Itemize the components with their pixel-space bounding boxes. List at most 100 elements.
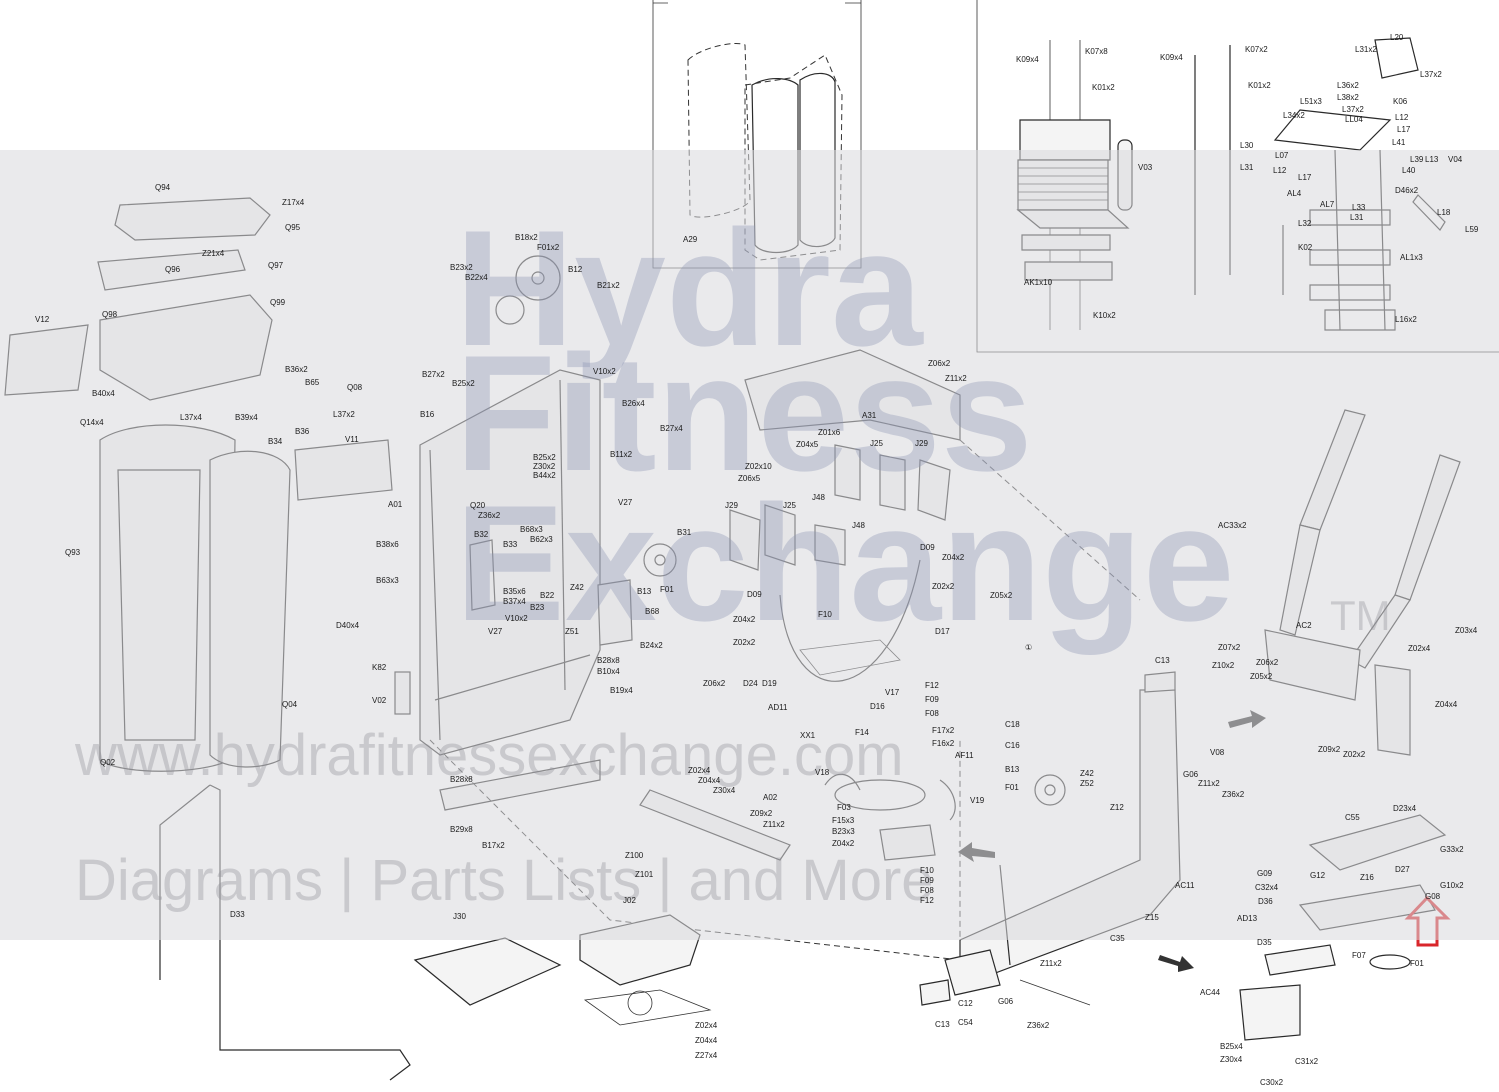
label-z03x4: Z03x4 (1455, 626, 1478, 635)
label-v10x2: V10x2 (593, 367, 616, 376)
label-k07x2: K07x2 (1245, 45, 1268, 54)
label-z30x4-b: Z30x4 (1220, 1055, 1243, 1064)
label-al1x3: AL1x3 (1400, 253, 1423, 262)
label-d46x2: D46x2 (1395, 186, 1419, 195)
label-d27: D27 (1395, 865, 1410, 874)
label-v19: V19 (970, 796, 985, 805)
label-b17x2: B17x2 (482, 841, 505, 850)
label-z12: Z12 (1110, 803, 1124, 812)
label-c35: C35 (1110, 934, 1125, 943)
label-circle1: ① (1025, 643, 1032, 652)
label-d24: D24 (743, 679, 758, 688)
label-b44x2: B44x2 (533, 471, 556, 480)
label-b32: B32 (474, 530, 489, 539)
label-z04x2: Z04x2 (942, 553, 965, 562)
label-l30: L30 (1240, 141, 1254, 150)
label-k01x2-b: K01x2 (1248, 81, 1271, 90)
label-f17x2: F17x2 (932, 726, 955, 735)
label-b21x2: B21x2 (597, 281, 620, 290)
label-z30x2: Z30x2 (533, 462, 556, 471)
label-z42: Z42 (570, 583, 584, 592)
label-j25: J25 (870, 439, 883, 448)
label-v08: V08 (1210, 748, 1225, 757)
label-d23x4: D23x4 (1393, 804, 1417, 813)
label-f07: F07 (1352, 951, 1366, 960)
label-z04x2-b: Z04x2 (733, 615, 756, 624)
label-f08: F08 (925, 709, 939, 718)
label-k06: K06 (1393, 97, 1408, 106)
label-l20: L20 (1390, 33, 1404, 42)
label-l51x3: L51x3 (1300, 97, 1322, 106)
label-f14: F14 (855, 728, 869, 737)
label-b25x2: B25x2 (452, 379, 475, 388)
label-b27x4: B27x4 (660, 424, 683, 433)
label-al4: AL4 (1287, 189, 1302, 198)
label-k10x2: K10x2 (1093, 311, 1116, 320)
label-v18: V18 (815, 768, 830, 777)
label-v17: V17 (885, 688, 900, 697)
label-f10-b: F10 (920, 866, 934, 875)
label-f01x2: F01x2 (537, 243, 560, 252)
label-b22x4: B22x4 (465, 273, 488, 282)
watermark-url: www.hydrafitnessexchange.com (74, 723, 904, 788)
label-a02: A02 (763, 793, 778, 802)
label-c32x4: C32x4 (1255, 883, 1279, 892)
label-b36: B36 (295, 427, 310, 436)
label-xx1: XX1 (800, 731, 816, 740)
label-l39: L39 (1410, 155, 1424, 164)
label-z11x2: Z11x2 (763, 820, 785, 829)
label-z30x4: Z30x4 (713, 786, 736, 795)
label-z09x2-b: Z09x2 (1318, 745, 1341, 754)
label-k07x8: K07x8 (1085, 47, 1108, 56)
label-l37x2: L37x2 (333, 410, 355, 419)
label-c16: C16 (1005, 741, 1020, 750)
label-g10x2: G10x2 (1440, 881, 1464, 890)
label-b65: B65 (305, 378, 320, 387)
label-b22: B22 (540, 591, 555, 600)
label-b25x4: B25x4 (1220, 1042, 1243, 1051)
part-labels: Q94 Z17x4 Q95 Z21x4 Q96 Q97 Q98 Q99 V12 … (35, 33, 1479, 1087)
label-z100: Z100 (625, 851, 644, 860)
label-l13: L13 (1425, 155, 1439, 164)
label-v27-b: V27 (488, 627, 503, 636)
label-d35: D35 (1257, 938, 1272, 947)
label-q95: Q95 (285, 223, 301, 232)
label-l07: L07 (1275, 151, 1289, 160)
label-ac2: AC2 (1296, 621, 1312, 630)
label-al7: AL7 (1320, 200, 1335, 209)
label-d40x4: D40x4 (336, 621, 360, 630)
label-l12-b: L12 (1273, 166, 1287, 175)
label-b31: B31 (677, 528, 692, 537)
label-j29: J29 (915, 439, 928, 448)
label-b13: B13 (637, 587, 652, 596)
label-c54: C54 (958, 1018, 973, 1027)
label-z36x2-b: Z36x2 (1222, 790, 1245, 799)
label-l33: L33 (1352, 203, 1366, 212)
label-z06x2-c: Z06x2 (1256, 658, 1279, 667)
label-d33: D33 (230, 910, 245, 919)
label-a29: A29 (683, 235, 698, 244)
label-b62x3: B62x3 (530, 535, 553, 544)
label-j48-b: J48 (852, 521, 865, 530)
label-l59: L59 (1465, 225, 1479, 234)
label-ac33x2: AC33x2 (1218, 521, 1247, 530)
label-d16: D16 (870, 702, 885, 711)
label-b12: B12 (568, 265, 583, 274)
label-z27x4: Z27x4 (695, 1051, 718, 1060)
label-l36x2: L36x2 (1337, 81, 1359, 90)
label-k82: K82 (372, 663, 387, 672)
label-a01: A01 (388, 500, 403, 509)
label-z06x5: Z06x5 (738, 474, 761, 483)
label-f12: F12 (925, 681, 939, 690)
label-a31: A31 (862, 411, 877, 420)
label-z21x4: Z21x4 (202, 249, 225, 258)
label-z01x6: Z01x6 (818, 428, 841, 437)
label-b11x2: B11x2 (610, 450, 633, 459)
label-l17: L17 (1397, 125, 1411, 134)
label-z11x2-b: Z11x2 (945, 374, 967, 383)
label-q04: Q04 (282, 700, 298, 709)
label-z36x2: Z36x2 (478, 511, 501, 520)
label-j48: J48 (812, 493, 825, 502)
label-l37x4: L37x4 (180, 413, 202, 422)
label-z06x2-b: Z06x2 (703, 679, 726, 688)
